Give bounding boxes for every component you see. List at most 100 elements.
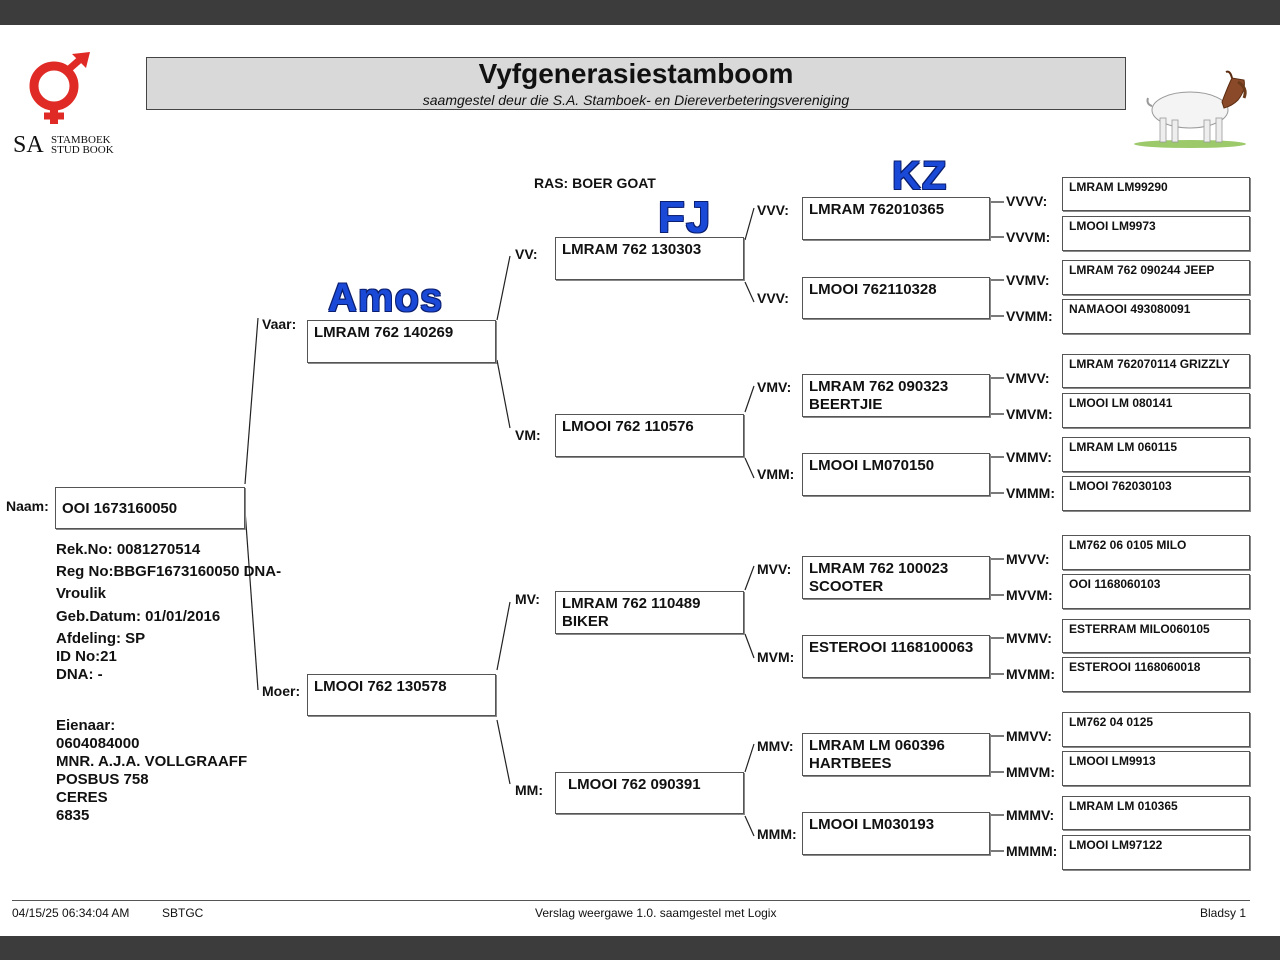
gen4-name-4: NAMAOOI 493080091 [1069, 302, 1191, 316]
owner-name: MNR. A.J.A. VOLLGRAAFF [56, 753, 248, 770]
gen4-label-10: MVVM: [1006, 587, 1053, 603]
gen4-label-15: MMMV: [1006, 807, 1055, 823]
gen3-label-2: VVV: [757, 290, 789, 306]
report-header: Vyfgenerasiestamboom saamgestel deur die… [146, 57, 1126, 110]
bottom-dark-bar [0, 936, 1280, 960]
gen4-name-11: ESTERRAM MILO060105 [1069, 622, 1210, 636]
gen4-box-16: LMOOI LM97122 [1062, 835, 1250, 870]
gen4-box-10: OOI 1168060103 [1062, 574, 1250, 609]
gen3-box-6: ESTEROOI 1168100063 [802, 635, 990, 678]
animal-rekno: Rek.No: 0081270514 [56, 541, 201, 558]
gen3-box-7: LMRAM LM 060396 HARTBEES [802, 733, 990, 776]
gen2-name-mm: LMOOI 762 090391 [568, 776, 701, 793]
gen3-box-2: LMOOI 762110328 [802, 277, 990, 319]
gen4-label-13: MMVV: [1006, 728, 1052, 744]
sa-studbook-logo: SA STAMBOEK STUD BOOK [10, 52, 120, 162]
gen4-label-2: VVVM: [1006, 229, 1051, 245]
gen4-label-3: VVMV: [1006, 272, 1050, 288]
gen2-box-mv: LMRAM 762 110489 BIKER [555, 591, 744, 634]
gen2-name-vv: LMRAM 762 130303 [562, 241, 702, 258]
gen3-name-5: LMRAM 762 100023 SCOOTER [809, 560, 949, 595]
gen4-name-8: LMOOI 762030103 [1069, 479, 1172, 493]
logo-studbook-text: STAMBOEK STUD BOOK [51, 135, 114, 156]
gen4-label-6: VMVM: [1006, 406, 1053, 422]
gen4-box-12: ESTEROOI 1168060018 [1062, 657, 1250, 692]
footer-report: Verslag weergawe 1.0. saamgestel met Log… [535, 906, 777, 920]
dam-label: Moer: [262, 683, 301, 699]
animal-name-label: Naam: [6, 498, 49, 514]
sire-label: Vaar: [262, 316, 297, 332]
gen3-name-7: LMRAM LM 060396 HARTBEES [809, 737, 945, 772]
sire-box: LMRAM 762 140269 [307, 320, 496, 363]
owner-postcode: 6835 [56, 807, 90, 824]
dam-name: LMOOI 762 130578 [314, 678, 447, 695]
animal-dna: DNA: - [56, 666, 103, 683]
breed-label: RAS: BOER GOAT [534, 175, 656, 191]
gen4-label-16: MMMM: [1006, 843, 1058, 859]
owner-town: CERES [56, 789, 108, 806]
footer-datetime: 04/15/25 06:34:04 AM [12, 906, 130, 920]
gen4-label-4: VVMM: [1006, 308, 1053, 324]
gen2-box-vm: LMOOI 762 110576 [555, 414, 744, 457]
animal-name-box: OOI 1673160050 [55, 487, 245, 529]
animal-name: OOI 1673160050 [62, 500, 178, 517]
gen4-label-11: MVMV: [1006, 630, 1052, 646]
gen4-box-11: ESTERRAM MILO060105 [1062, 619, 1250, 653]
boer-goat-image [1134, 70, 1247, 148]
gen2-box-vv: LMRAM 762 130303 [555, 237, 744, 280]
gen3-name-2: LMOOI 762110328 [809, 281, 937, 298]
gen3-label-7: MMV: [757, 738, 794, 754]
gen4-name-10: OOI 1168060103 [1069, 577, 1161, 591]
gen2-box-mm: LMOOI 762 090391 [555, 772, 744, 814]
gen3-name-3: LMRAM 762 090323 BEERTJIE [809, 378, 949, 413]
gen4-name-16: LMOOI LM97122 [1069, 838, 1163, 852]
gen4-label-12: MVMM: [1006, 666, 1055, 682]
annotation-vvv: KZ [892, 154, 948, 198]
gen3-label-1: VVV: [757, 202, 789, 218]
logo-sa-text: SA [13, 132, 44, 158]
footer-code: SBTGC [162, 906, 204, 920]
gen4-box-6: LMOOI LM 080141 [1062, 393, 1250, 428]
gen3-label-3: VMV: [757, 379, 792, 395]
gen4-box-13: LM762 04 0125 [1062, 712, 1250, 747]
gen3-label-6: MVM: [757, 649, 795, 665]
owner-number: 0604084000 [56, 735, 140, 752]
gen4-name-15: LMRAM LM 010365 [1069, 799, 1178, 813]
gen2-label-mv: MV: [515, 591, 540, 607]
gen4-box-2: LMOOI LM9973 [1062, 216, 1250, 251]
gen2-name-mv: LMRAM 762 110489 BIKER [562, 595, 701, 630]
owner-heading: Eienaar: [56, 717, 116, 734]
top-dark-bar [0, 0, 1280, 25]
animal-id: ID No:21 [56, 648, 117, 665]
gen4-name-6: LMOOI LM 080141 [1069, 396, 1173, 410]
gen4-label-1: VVVV: [1006, 193, 1048, 209]
gen2-label-vm: VM: [515, 427, 541, 443]
gen4-label-5: VMVV: [1006, 370, 1050, 386]
animal-sex: Vroulik [56, 585, 107, 602]
gen3-box-1: LMRAM 762010365 [802, 197, 990, 240]
gen3-box-4: LMOOI LM070150 [802, 453, 990, 496]
annotation-vv: FJ [658, 193, 712, 242]
animal-regno: Reg No:BBGF1673160050 DNA- [56, 563, 282, 580]
logo-line2: STUD BOOK [51, 144, 114, 156]
gen4-name-3: LMRAM 762 090244 JEEP [1069, 263, 1215, 277]
gen4-name-5: LMRAM 762070114 GRIZZLY [1069, 357, 1230, 371]
owner-address: POSBUS 758 [56, 771, 149, 788]
gen4-box-7: LMRAM LM 060115 [1062, 437, 1250, 472]
dam-box: LMOOI 762 130578 [307, 674, 496, 716]
gen3-name-6: ESTEROOI 1168100063 [809, 639, 974, 656]
gen4-box-15: LMRAM LM 010365 [1062, 796, 1250, 830]
gen4-label-8: VMMM: [1006, 485, 1055, 501]
animal-section: Afdeling: SP [56, 630, 146, 647]
gen4-label-14: MMVM: [1006, 764, 1055, 780]
gen4-box-9: LM762 06 0105 MILO [1062, 535, 1250, 570]
annotation-sire: Amos [328, 276, 444, 320]
venus-mars-icon [29, 52, 90, 124]
gen3-label-4: VMM: [757, 466, 795, 482]
gen4-box-3: LMRAM 762 090244 JEEP [1062, 260, 1250, 295]
gen4-name-1: LMRAM LM99290 [1069, 180, 1168, 194]
gen4-name-9: LM762 06 0105 MILO [1069, 538, 1187, 552]
gen2-name-vm: LMOOI 762 110576 [562, 418, 694, 435]
gen3-label-5: MVV: [757, 561, 792, 577]
